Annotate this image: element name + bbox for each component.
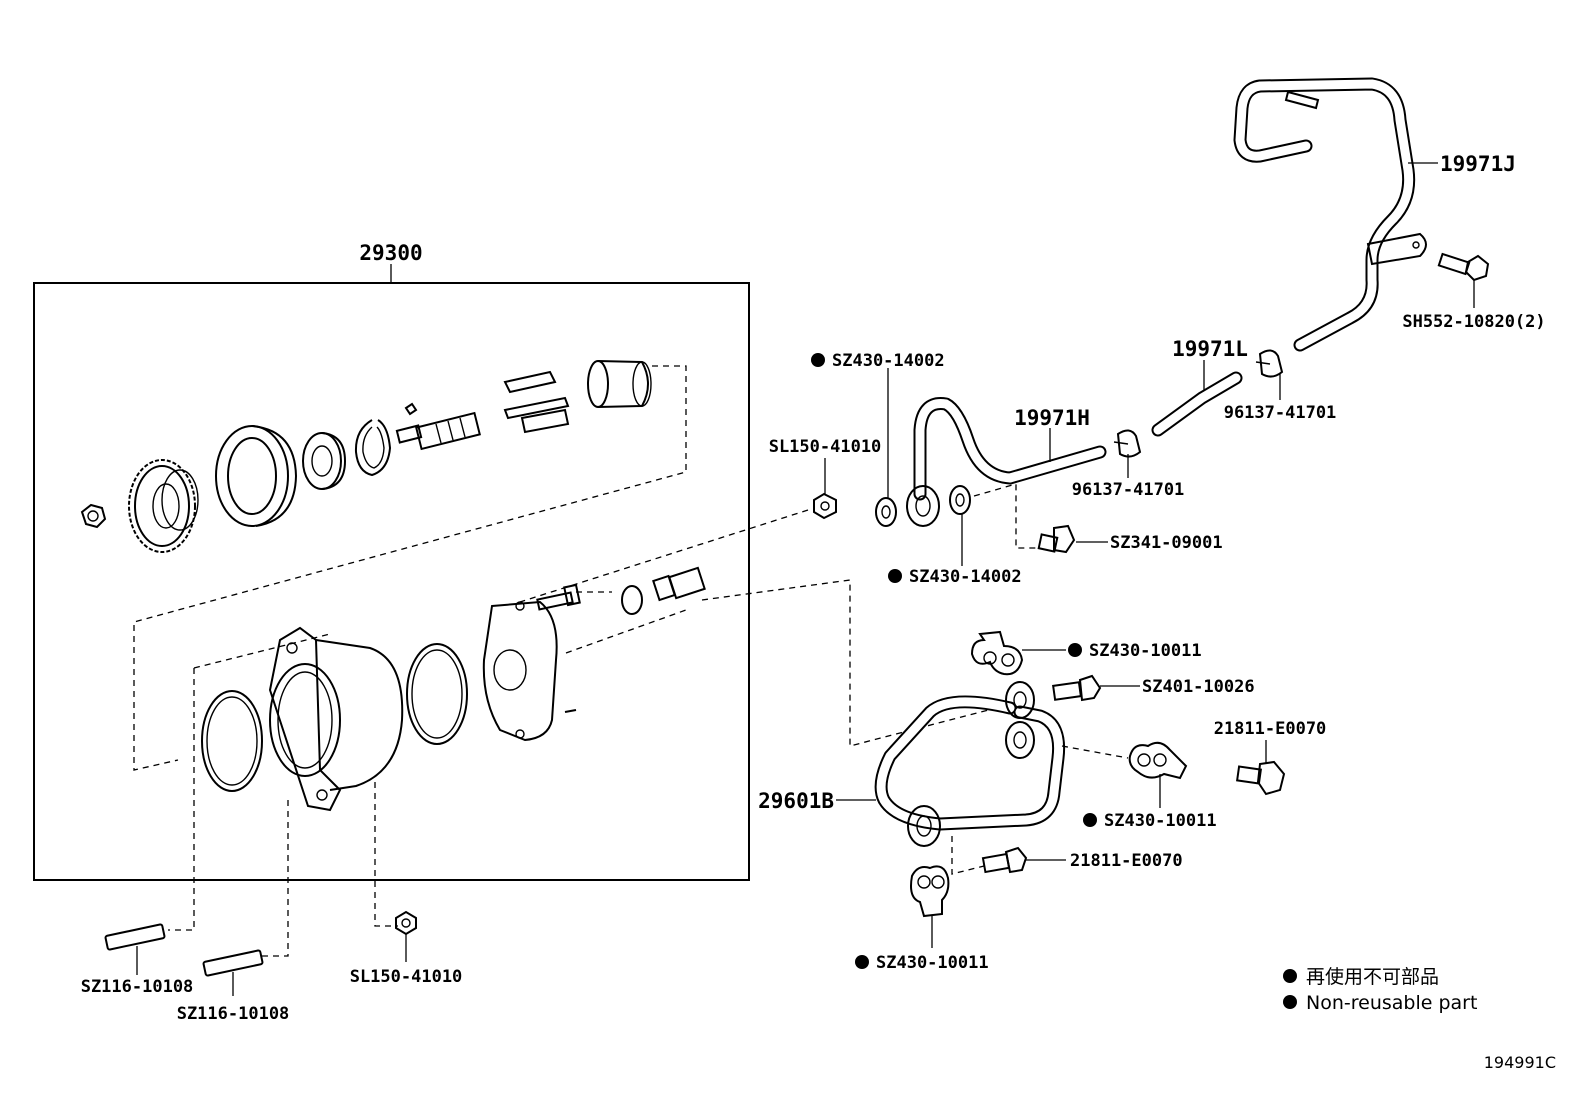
non-reusable-marker-icon [1083,813,1097,827]
union-fitting-icon [652,566,706,602]
stud-icon [202,949,264,977]
non-reusable-marker-icon [888,569,902,583]
label-21811-a: 21811-E0070 [1214,719,1327,739]
label-96137-b: 96137-41701 [1072,480,1185,500]
label-29601b: 29601B [758,789,834,813]
label-19971h: 19971H [1014,406,1090,430]
label-sz430-10011-a: SZ430-10011 [1089,641,1202,661]
legend-japanese: 再使用不可部品 [1306,966,1439,988]
assembly-29300: 29300 [33,241,750,957]
rotor-sleeve-icon [587,360,652,408]
non-reusable-marker-icon [1283,969,1297,983]
banjo-bolt-icon [1037,524,1076,554]
small-oring-icon [621,585,643,615]
label-96137-a: 96137-41701 [1224,403,1337,423]
non-reusable-marker-icon [1283,995,1297,1009]
label-sl150-b: SL150-41010 [350,967,463,987]
assembly-label: 29300 [359,241,422,265]
union-bolt-icon [1052,674,1102,702]
label-19971j: 19971J [1440,152,1516,176]
nut-icon [395,910,417,936]
hose-clamp-icon [1255,349,1284,378]
vanes-icon [503,370,570,434]
label-sz341: SZ341-09001 [1110,533,1223,553]
key-icon [404,402,418,416]
legend: 再使用不可部品 Non-reusable part [1283,966,1477,1014]
label-sz116-a: SZ116-10108 [81,977,194,997]
oring-icon [406,643,468,745]
label-sz430-14002-b: SZ430-14002 [909,567,1022,587]
label-sz430-10011-c: SZ430-10011 [876,953,989,973]
label-sh552: SH552-10820(2) [1402,312,1545,332]
snap-ring-icon [354,419,392,477]
non-reusable-marker-icon [855,955,869,969]
union-bolt-icon [981,846,1028,874]
gasket-ring-icon [201,690,263,792]
label-sz430-14002-a: SZ430-14002 [832,351,945,371]
rotor-shaft-icon [395,411,481,451]
label-sl150-a: SL150-41010 [769,437,882,457]
assembly-frame [33,282,750,881]
nut-icon [80,503,107,529]
figure-id: 194991C [1484,1053,1556,1072]
label-sz401: SZ401-10026 [1142,677,1255,697]
label-19971l: 19971L [1172,337,1248,361]
pipe-19971j-icon [1233,77,1427,352]
washer-icon [875,497,897,527]
plug-bolt-icon [1236,760,1286,796]
washer-icon [949,485,971,515]
union-gasket-icon [970,630,1024,676]
label-sz116-b: SZ116-10108 [177,1004,290,1024]
pipe-19971h-icon [906,397,1107,527]
bearing-icon [302,432,347,490]
pump-housing-icon [268,626,404,812]
label-sz430-10011-b: SZ430-10011 [1104,811,1217,831]
hose-19971l-icon [1151,371,1243,437]
union-gasket-icon [910,865,950,918]
bolt-icon [536,583,581,611]
stud-icon [104,923,166,951]
bolt-icon [1437,252,1490,282]
non-reusable-marker-icon [1068,643,1082,657]
union-gasket-icon [1128,741,1188,780]
legend-english: Non-reusable part [1306,992,1477,1014]
label-21811-b: 21811-E0070 [1070,851,1183,871]
non-reusable-marker-icon [811,353,825,367]
pipe-29601b-icon [874,681,1066,847]
pump-cover-icon [482,600,558,742]
pin-icon [564,709,577,713]
nut-icon [813,492,837,520]
clutch-ring-icon [215,425,298,527]
hose-clamp-icon [1113,429,1142,458]
gear-icon [128,459,199,553]
